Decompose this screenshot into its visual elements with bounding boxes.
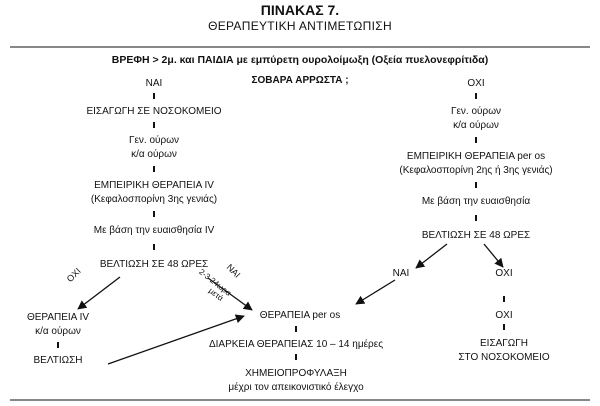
tick-left-3 <box>153 166 155 172</box>
right-no-step-admission-line1: ΕΙΣΑΓΩΓΗ <box>479 338 529 349</box>
arrow-improvement-to-oral <box>107 314 245 365</box>
tick-left-5 <box>153 244 155 250</box>
arrow-left-yes <box>207 277 253 311</box>
left-step-empiric-line1: ΕΜΠΕΙΡΙΚΗ ΘΕΡΑΠΕΙΑ IV <box>94 180 214 191</box>
right-no-step-no: ΟΧΙ <box>495 310 513 321</box>
left-step-urine-line1: Γεν. ούρων <box>128 135 180 146</box>
tick-left-2 <box>153 122 155 128</box>
right-no-step-admission-line2: ΣΤΟ ΝΟΣΟΚΟΜΕΙΟ <box>458 352 550 363</box>
left-step-admission: ΕΙΣΑΓΩΓΗ ΣΕ ΝΟΣΟΚΟΜΕΙΟ <box>86 106 222 117</box>
right-step-urine-line2: κ/α ούρων <box>453 120 499 131</box>
right-step-improvement: ΒΕΛΤΙΩΣΗ ΣΕ 48 ΩΡΕΣ <box>421 230 531 241</box>
right-step-urine-line1: Γεν. ούρων <box>450 106 502 117</box>
right-yes-label: ΝΑΙ <box>392 268 410 279</box>
bottom-divider <box>10 399 590 401</box>
right-step-sensitivity: Με βάση την ευαισθησία <box>421 196 531 207</box>
tick-connectors <box>57 93 505 360</box>
tick-left-no-1 <box>57 342 59 348</box>
center-step-oral-therapy: ΘΕΡΑΠΕΙΑ per os <box>259 310 341 321</box>
tick-center-1 <box>295 326 297 332</box>
tick-right-no-1 <box>503 296 505 302</box>
right-step-empiric-line1: ΕΜΠΕΙΡΙΚΗ ΘΕΡΑΠΕΙΑ per os <box>406 151 546 162</box>
left-step-sensitivity: Με βάση την ευαισθησία IV <box>93 225 215 236</box>
left-answer-yes: ΝΑΙ <box>145 78 163 89</box>
arrow-right-yes-to-oral <box>355 279 396 305</box>
tick-right-1 <box>475 93 477 99</box>
left-no-step-therapy-line2: κ/α ούρων <box>35 326 81 337</box>
tick-right-no-2 <box>503 324 505 330</box>
arrow-left-no <box>77 276 121 310</box>
right-no-label: ΟΧΙ <box>495 268 513 279</box>
arrow-right-improvement-yes <box>415 243 448 269</box>
left-step-empiric-line2: (Κεφαλοσπορίνη 3ης γενιάς) <box>90 194 218 205</box>
center-step-duration: ΔΙΑΡΚΕΙΑ ΘΕΡΑΠΕΙΑΣ 10 – 14 ημέρες <box>208 339 384 350</box>
root-question: ΣΟΒΑΡΑ ΑΡΡΩΣΤΑ ; <box>251 75 349 86</box>
tick-center-2 <box>295 354 297 360</box>
center-step-prophylaxis-line2: μέχρι τον απεικονιστικό έλεγχο <box>228 382 364 393</box>
tick-right-3 <box>475 182 477 188</box>
tick-right-2 <box>475 137 477 143</box>
arrow-right-improvement-no <box>483 243 504 268</box>
tick-left-1 <box>153 93 155 99</box>
left-step-urine-line2: κ/α ούρων <box>131 149 177 160</box>
left-no-step-improvement: ΒΕΛΤΙΩΣΗ <box>33 355 83 366</box>
left-step-improvement: ΒΕΛΤΙΩΣΗ ΣΕ 48 ΩΡΕΣ <box>99 259 209 270</box>
tick-right-4 <box>475 215 477 221</box>
table-subtitle: ΘΕΡΑΠΕΥΤΙΚΗ ΑΝΤΙΜΕΤΩΠΙΣΗ <box>208 19 392 33</box>
left-no-step-therapy-line1: ΘΕΡΑΠΕΙΑ IV <box>26 312 90 323</box>
center-step-prophylaxis-line1: ΧΗΜΕΙΟΠΡΟΦΥΛΑΞΗ <box>245 368 347 379</box>
root-condition: ΒΡΕΦΗ > 2μ. και ΠΑΙΔΙΑ με εμπύρετη ουρολ… <box>111 54 489 66</box>
right-answer-no: ΟΧΙ <box>467 78 485 89</box>
table-title: ΠΙΝΑΚΑΣ 7. <box>260 2 340 18</box>
tick-left-4 <box>153 211 155 217</box>
top-divider <box>10 46 590 48</box>
right-step-empiric-line2: (Κεφαλοσπορίνη 2ης ή 3ης γενιάς) <box>399 165 553 176</box>
